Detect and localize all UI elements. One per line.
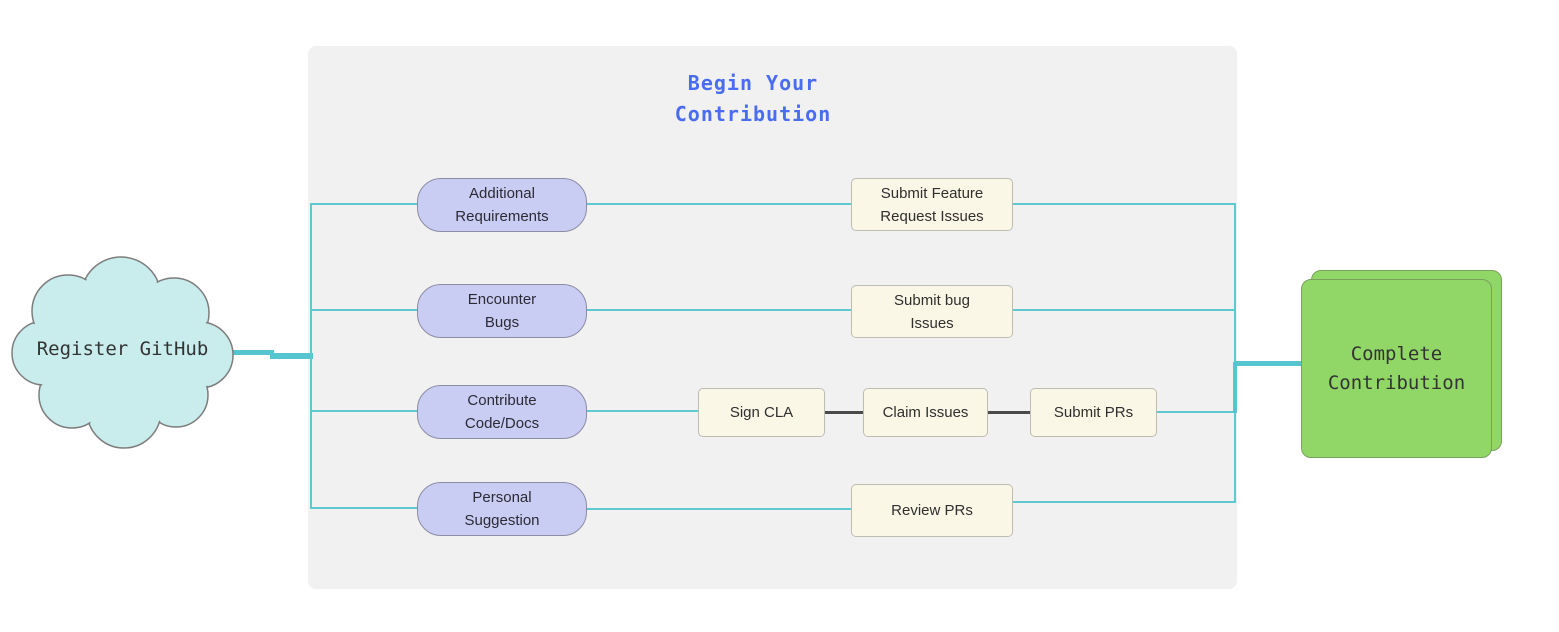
panel-title-line1: Begin Your bbox=[687, 71, 819, 95]
node-label: Requirements bbox=[455, 208, 549, 225]
node-label: Personal bbox=[472, 489, 532, 506]
end-node-label-line2: Contribution bbox=[1327, 371, 1466, 394]
connector-claimissues-submitprs bbox=[988, 411, 1030, 414]
connector-cloud-segment1 bbox=[228, 350, 274, 355]
connector-row4-left bbox=[311, 507, 417, 509]
connector-signcla-claimissues bbox=[825, 411, 863, 414]
connector-row2-left bbox=[311, 309, 417, 311]
connector-row3-mid bbox=[587, 410, 698, 412]
connector-row1-right bbox=[1013, 203, 1236, 205]
node-submit-prs: Submit PRs bbox=[1030, 388, 1157, 437]
node-label: Request Issues bbox=[880, 207, 984, 225]
node-label: Suggestion bbox=[464, 512, 540, 529]
node-label: Claim Issues bbox=[882, 404, 969, 421]
node-label: Sign CLA bbox=[729, 404, 794, 421]
connector-row2-right bbox=[1013, 309, 1236, 311]
start-node-label: Register GitHub bbox=[36, 338, 209, 360]
connector-to-complete bbox=[1235, 361, 1304, 366]
connector-cloud-segment2 bbox=[270, 353, 313, 359]
node-claim-issues: Claim Issues bbox=[863, 388, 988, 437]
node-submit-feature-request-issues: Submit Feature Request Issues bbox=[851, 178, 1013, 231]
end-node-label-line1: Complete bbox=[1350, 342, 1443, 365]
connector-row1-left bbox=[311, 203, 417, 205]
node-label: Issues bbox=[910, 314, 954, 332]
node-additional-requirements: Additional Requirements bbox=[417, 178, 587, 232]
node-encounter-bugs: Encounter Bugs bbox=[417, 284, 587, 338]
node-label: Submit bug bbox=[894, 291, 970, 309]
node-personal-suggestion: Personal Suggestion bbox=[417, 482, 587, 536]
node-label: Bugs bbox=[484, 314, 520, 331]
node-label: Additional bbox=[469, 185, 535, 202]
node-submit-bug-issues: Submit bug Issues bbox=[851, 285, 1013, 338]
connector-row1-mid bbox=[587, 203, 851, 205]
connector-row3-right bbox=[1157, 411, 1236, 413]
node-label: Submit PRs bbox=[1053, 404, 1134, 421]
cloud-shape bbox=[8, 253, 237, 452]
node-label: Review PRs bbox=[891, 502, 973, 519]
connector-right-vertical-thick bbox=[1233, 362, 1237, 413]
node-complete-contribution: Complete Contribution bbox=[1301, 279, 1492, 458]
node-label: Code/Docs bbox=[464, 415, 540, 432]
connector-row4-right bbox=[1013, 501, 1236, 503]
node-label: Contribute bbox=[467, 392, 537, 409]
node-label: Submit Feature bbox=[880, 184, 984, 202]
panel-title-line2: Contribution bbox=[674, 102, 832, 126]
connector-right-vertical bbox=[1234, 203, 1236, 503]
node-review-prs: Review PRs bbox=[851, 484, 1013, 537]
panel-title: Begin Your Contribution bbox=[603, 68, 903, 130]
connector-row3-left bbox=[311, 410, 417, 412]
node-contribute-code-docs: Contribute Code/Docs bbox=[417, 385, 587, 439]
node-label: Encounter bbox=[467, 291, 537, 308]
node-sign-cla: Sign CLA bbox=[698, 388, 825, 437]
connector-row4-mid bbox=[587, 508, 851, 510]
connector-row2-mid bbox=[587, 309, 851, 311]
connector-left-vertical bbox=[310, 203, 312, 509]
